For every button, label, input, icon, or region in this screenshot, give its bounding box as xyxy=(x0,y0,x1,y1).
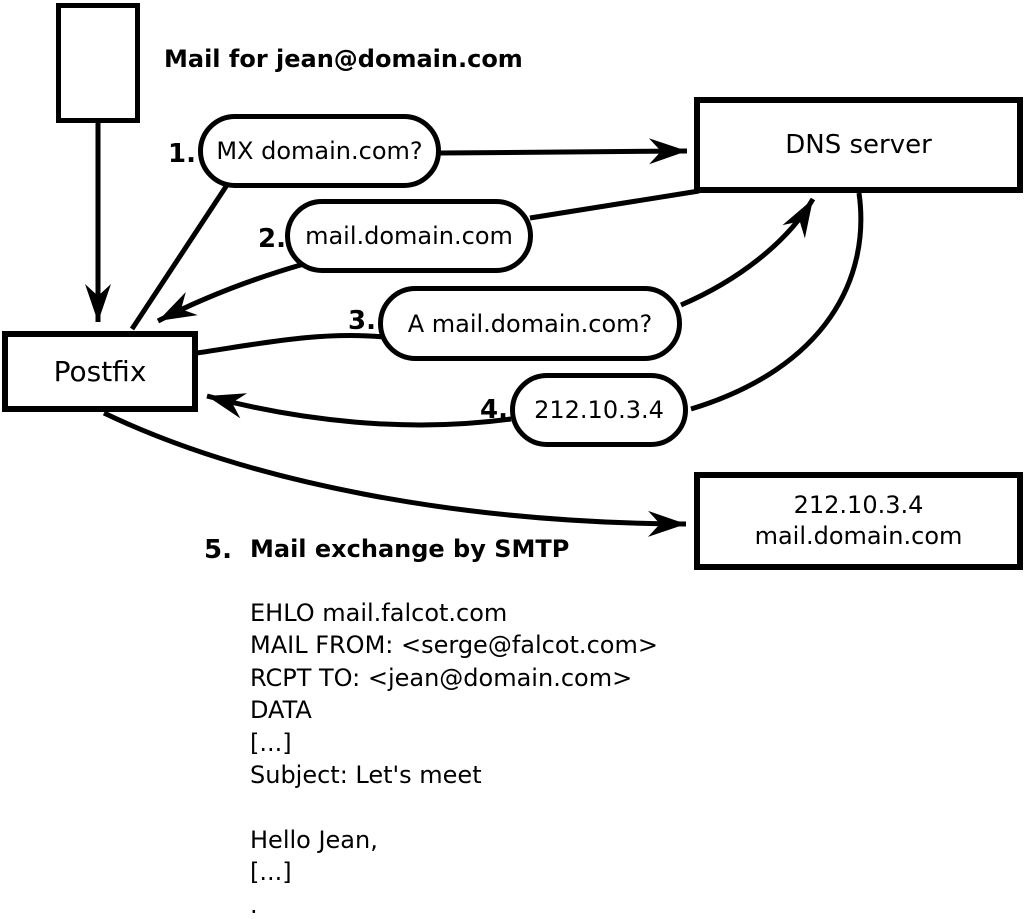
postfix-label: Postfix xyxy=(53,355,147,388)
smtp-line: Subject: Let's meet xyxy=(250,760,482,789)
mail-server-ip-label: 212.10.3.4 xyxy=(793,491,924,519)
query-a-pill: A mail.domain.com? xyxy=(378,286,682,361)
step-5-number: 5. xyxy=(204,535,232,565)
dns-server-label: DNS server xyxy=(785,130,932,160)
query-mx-label: MX domain.com? xyxy=(216,137,423,165)
smtp-line: [...] xyxy=(250,858,292,887)
arrow-query-a-to-dns xyxy=(680,197,816,308)
line-postfix-to-query-mx xyxy=(129,183,230,331)
step-3-number: 3. xyxy=(348,306,376,336)
mail-message-node xyxy=(56,3,140,123)
smtp-line: Hello Jean, xyxy=(250,825,378,854)
smtp-line: [...] xyxy=(250,728,292,757)
postfix-node: Postfix xyxy=(2,331,198,412)
step-4-number: 4. xyxy=(480,395,508,425)
dns-server-node: DNS server xyxy=(694,97,1023,193)
arrow-postfix-to-mail-server xyxy=(102,410,687,537)
line-dns-to-answer-a xyxy=(690,192,864,412)
smtp-session-transcript: EHLO mail.falcot.com MAIL FROM: <serge@f… xyxy=(250,597,658,919)
arrow-answer-mx-to-postfix xyxy=(156,261,305,324)
smtp-line: MAIL FROM: <serge@falcot.com> xyxy=(250,631,658,660)
mail-server-node: 212.10.3.4 mail.domain.com xyxy=(694,472,1023,570)
smtp-line: DATA xyxy=(250,696,312,725)
line-dns-to-answer-mx xyxy=(529,188,700,221)
query-mx-pill: MX domain.com? xyxy=(198,114,441,188)
smtp-line-terminator-dot: . xyxy=(250,890,258,919)
step-2-number: 2. xyxy=(258,224,286,254)
answer-mx-pill: mail.domain.com xyxy=(285,199,533,273)
answer-mx-label: mail.domain.com xyxy=(305,222,513,250)
arrow-answer-a-to-postfix xyxy=(206,393,512,428)
answer-a-label: 212.10.3.4 xyxy=(534,396,664,424)
answer-a-pill: 212.10.3.4 xyxy=(510,373,688,447)
mail-for-label: Mail for jean@domain.com xyxy=(164,45,523,73)
smtp-line: EHLO mail.falcot.com xyxy=(250,599,508,627)
mail-server-host-label: mail.domain.com xyxy=(754,522,963,550)
query-a-label: A mail.domain.com? xyxy=(407,309,653,338)
line-postfix-to-query-a xyxy=(196,333,385,356)
step-5-label: Mail exchange by SMTP xyxy=(250,535,570,563)
step-1-number: 1. xyxy=(168,139,196,169)
arrow-query-mx-to-dns xyxy=(439,138,688,165)
smtp-line-blank xyxy=(250,791,658,823)
smtp-line: RCPT TO: <jean@domain.com> xyxy=(250,663,633,692)
